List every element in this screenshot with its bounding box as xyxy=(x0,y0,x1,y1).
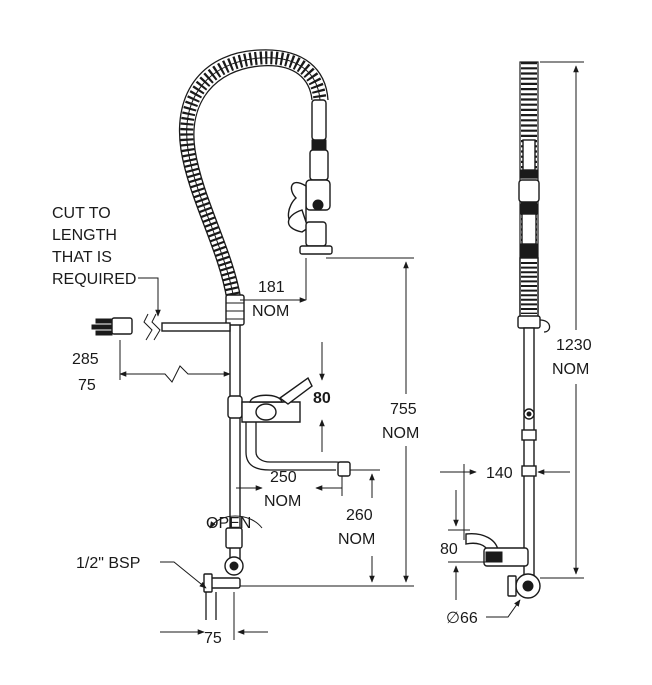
cut-text-3: THAT IS xyxy=(52,249,112,266)
dim-80-side: 80 xyxy=(440,541,458,558)
dim-250: 250 xyxy=(270,469,297,486)
cut-text-2: LENGTH xyxy=(52,227,117,244)
dim-755-nom: NOM xyxy=(382,425,419,442)
spring-hose-inner xyxy=(186,57,321,301)
spray-head xyxy=(287,99,333,255)
dim-260-nom: NOM xyxy=(338,531,375,548)
open-label: OPEN xyxy=(206,515,251,532)
side-dimensions: 1230 NOM 140 80 ∅66 xyxy=(440,61,592,627)
front-dimensions: 181 NOM CUT TO LENGTH THAT IS REQUIRED 2… xyxy=(52,205,419,647)
side-riser xyxy=(523,327,535,579)
dim-755: 755 xyxy=(390,401,417,418)
side-view xyxy=(465,61,551,599)
front-view xyxy=(91,49,351,620)
dim-75-left: 75 xyxy=(78,377,96,394)
dim-1230: 1230 xyxy=(556,337,592,354)
dim-1230-nom: NOM xyxy=(552,361,589,378)
dim-260: 260 xyxy=(346,507,373,524)
dim-181-nom: NOM xyxy=(252,303,289,320)
dim-66: ∅66 xyxy=(446,610,478,627)
lower-fitting xyxy=(203,527,244,620)
dim-140: 140 xyxy=(486,465,513,482)
dim-75-bottom: 75 xyxy=(204,630,222,647)
dim-181: 181 xyxy=(258,279,285,296)
mixing-valve xyxy=(227,376,351,477)
wall-bracket-arm xyxy=(161,322,231,332)
cut-text-1: CUT TO xyxy=(52,205,111,222)
open-arrow xyxy=(209,515,263,529)
dim-80-top: 80 xyxy=(313,390,331,407)
cut-text-4: REQUIRED xyxy=(52,271,136,288)
wall-plug xyxy=(91,313,161,341)
bsp-label: 1/2" BSP xyxy=(76,555,140,572)
dim-285: 285 xyxy=(72,351,99,368)
dim-250-nom: NOM xyxy=(264,493,301,510)
